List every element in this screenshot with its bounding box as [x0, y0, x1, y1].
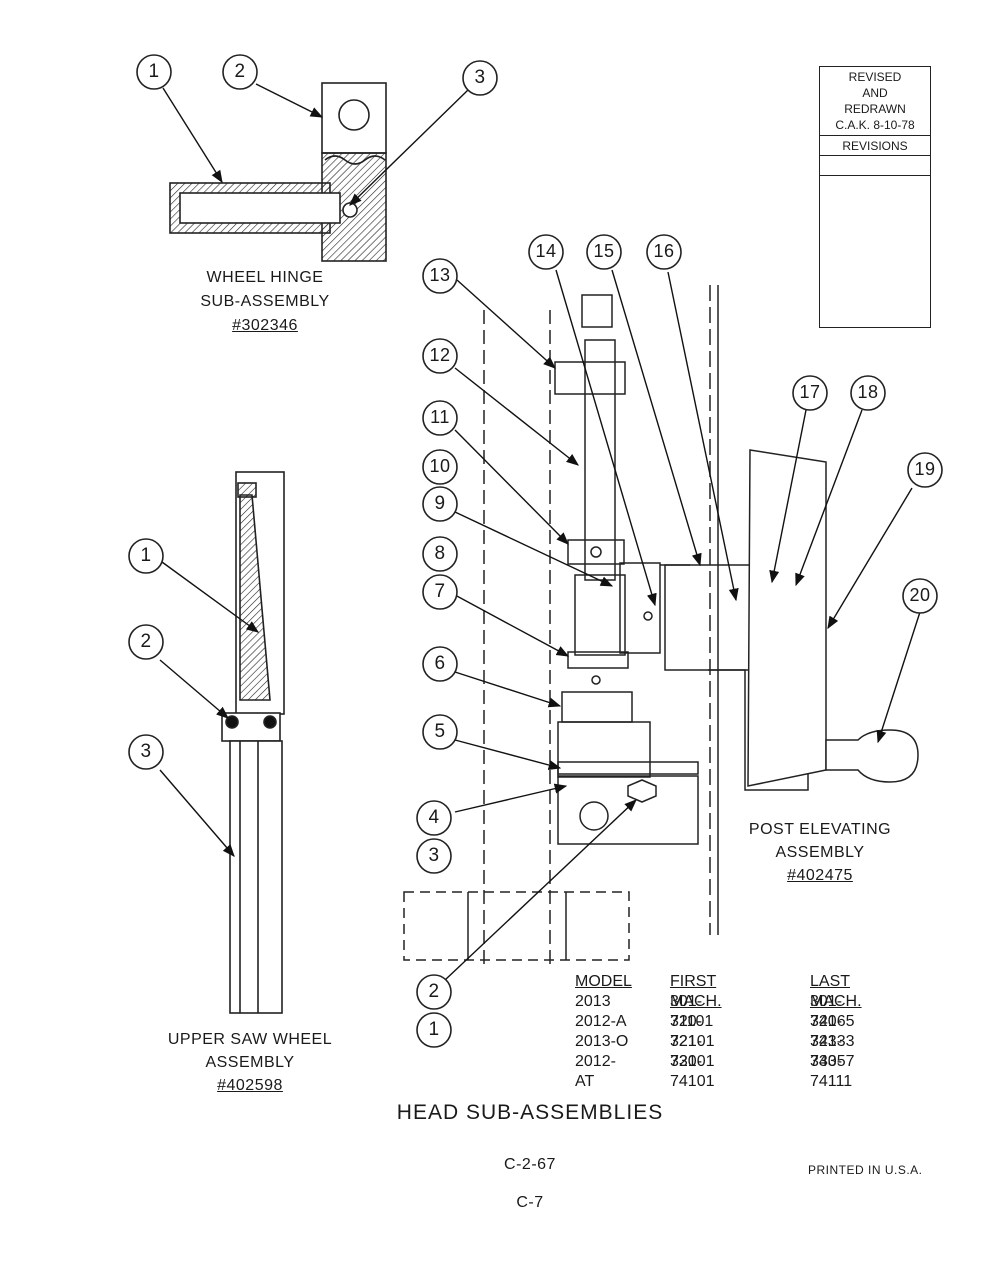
- last-mach-header: LAST MACH.: [810, 973, 862, 1010]
- wheel-hinge-callout-2: 2: [234, 61, 246, 82]
- callout-circles: [128, 54, 943, 1048]
- document-code: C-2-67: [504, 1156, 556, 1173]
- upper-saw-wheel-leaders: [159, 561, 260, 857]
- wheel-hinge-title: WHEEL HINGE: [206, 269, 324, 286]
- post-callout-10: 10: [429, 456, 451, 476]
- printed-in-note: PRINTED IN U.S.A.: [808, 1163, 923, 1177]
- table-cell: 2012-A: [575, 1013, 627, 1030]
- wheel-hinge-callout-3: 3: [474, 67, 486, 88]
- revision-divider-3: [820, 175, 930, 176]
- post-callout-16: 16: [653, 241, 675, 261]
- post-elevating-subtitle: ASSEMBLY: [775, 844, 865, 861]
- table-cell: 321-72101: [670, 1033, 715, 1070]
- table-cell: 2013-O: [575, 1033, 629, 1050]
- post-callout-19: 19: [914, 459, 936, 479]
- saw-wheel-callout-3: 3: [140, 741, 152, 762]
- post-callout-7: 7: [434, 581, 446, 602]
- post-callout-3: 3: [428, 845, 440, 866]
- wheel-hinge-callout-1: 1: [148, 61, 160, 82]
- revision-line-1: REVISED: [848, 70, 902, 84]
- wheel-hinge-drawing: [169, 82, 387, 262]
- model-header: MODEL: [575, 973, 632, 990]
- revisions-block: REVISED AND REDRAWN C.A.K. 8-10-78 REVIS…: [819, 66, 931, 328]
- table-cell: 301-71101: [670, 993, 714, 1030]
- post-callout-11: 11: [430, 407, 450, 427]
- post-callout-8: 8: [434, 543, 446, 564]
- table-cell: 330-74101: [670, 1053, 715, 1090]
- first-mach-column: FIRST MACH. 301-71101 320-72101 321-7210…: [670, 972, 722, 1090]
- table-cell: 320-74333: [810, 1013, 855, 1050]
- table-cell: 321-74357: [810, 1033, 855, 1070]
- table-cell: 2012-AT: [575, 1053, 616, 1090]
- wheel-hinge-leaders: [162, 83, 469, 206]
- wheel-hinge-part-number: #302346: [232, 317, 298, 334]
- post-callout-14: 14: [535, 241, 557, 261]
- post-callout-2: 2: [428, 981, 440, 1002]
- revisions-label: REVISIONS: [842, 139, 908, 153]
- page-title: HEAD SUB-ASSEMBLIES: [396, 1101, 664, 1124]
- post-callout-15: 15: [593, 241, 615, 261]
- table-cell: 2013: [575, 993, 611, 1010]
- saw-wheel-part-number: #402598: [217, 1077, 283, 1094]
- revision-note: REVISED AND REDRAWN C.A.K. 8-10-78: [820, 67, 930, 139]
- post-callout-4: 4: [428, 807, 440, 828]
- revision-divider-2: [820, 155, 930, 156]
- table-cell: 301-74165: [810, 993, 855, 1030]
- table-cell: 320-72101: [670, 1013, 715, 1050]
- table-cell: 330-74111: [810, 1053, 853, 1090]
- post-elevating-title: POST ELEVATING: [748, 821, 892, 838]
- post-callout-9: 9: [434, 493, 446, 514]
- post-callout-1: 1: [428, 1019, 440, 1040]
- post-callout-18: 18: [857, 382, 879, 402]
- upper-saw-wheel-drawing: [221, 471, 285, 1014]
- revision-line-2: AND: [862, 86, 888, 100]
- last-mach-column: LAST MACH. 301-74165 320-74333 321-74357…: [810, 972, 862, 1090]
- saw-wheel-subtitle: ASSEMBLY: [205, 1054, 295, 1071]
- post-callout-6: 6: [434, 653, 446, 674]
- revision-line-4: C.A.K. 8-10-78: [835, 118, 915, 132]
- post-callout-13: 13: [429, 265, 451, 285]
- revision-divider: [820, 135, 930, 136]
- post-callout-12: 12: [429, 345, 451, 365]
- page-number: C-7: [516, 1194, 544, 1211]
- saw-wheel-title: UPPER SAW WHEEL: [167, 1031, 333, 1048]
- first-mach-header: FIRST MACH.: [670, 973, 722, 1010]
- post-callout-20: 20: [909, 585, 931, 605]
- post-elevating-part-number: #402475: [787, 867, 853, 884]
- post-callout-5: 5: [434, 721, 446, 742]
- post-elevating-leaders: [444, 269, 921, 981]
- post-callout-17: 17: [799, 382, 821, 402]
- wheel-hinge-subtitle: SUB-ASSEMBLY: [200, 293, 330, 310]
- saw-wheel-callout-1: 1: [140, 545, 152, 566]
- model-column: MODEL 2013 2012-A 2013-O 2012-AT: [575, 972, 632, 1090]
- saw-wheel-callout-2: 2: [140, 631, 152, 652]
- revision-line-3: REDRAWN: [844, 102, 906, 116]
